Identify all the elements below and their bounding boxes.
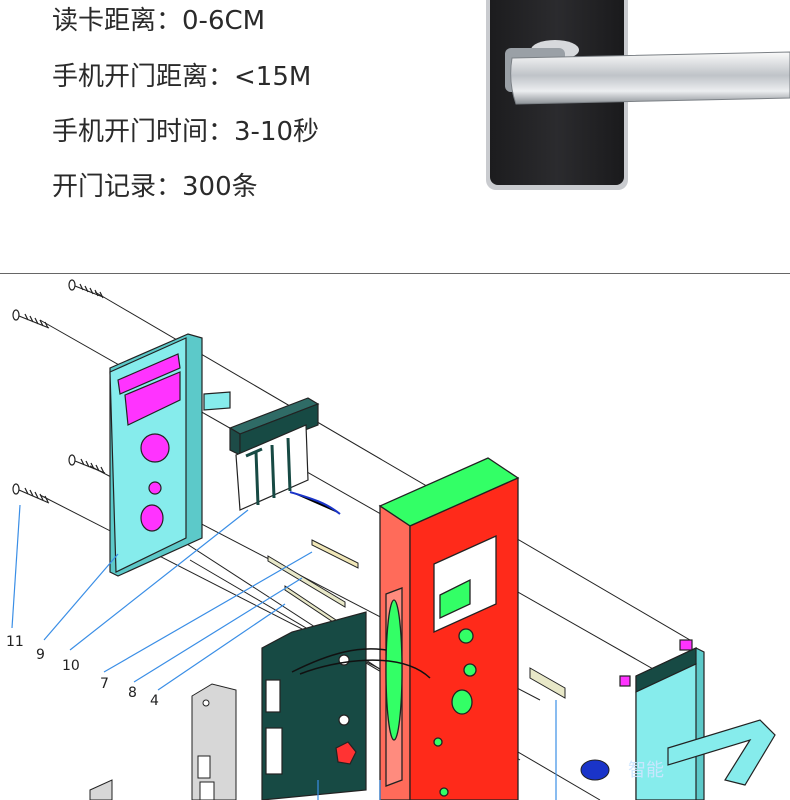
callout-11: 11 [6,634,24,650]
callout-7: 7 [100,676,109,692]
lever-handle [505,40,790,105]
lock-photo [486,0,790,190]
back-panel [619,639,776,800]
spec-records: 开门记录：300条 [52,174,258,200]
screw-icon [68,279,104,299]
spec-phone-time: 手机开门时间：3-10秒 [52,119,319,145]
screw-icon [12,483,50,504]
spec-label: 手机开门时间： [52,117,235,147]
watermark-text: 智能 [628,760,664,781]
front-panel [109,333,231,577]
spec-label: 读卡距离： [52,6,183,36]
callout-9: 9 [36,647,45,663]
screw-icon [12,309,50,329]
spec-value: 3-10秒 [234,117,320,147]
spec-value: 0-6CM [182,6,266,36]
spec-label: 开门记录： [52,172,183,202]
screws [12,279,106,504]
callout-10: 10 [62,658,80,674]
mortise [261,611,431,800]
spec-read-distance: 读卡距离：0-6CM [52,8,265,34]
small-parts [89,667,610,800]
spec-value: 300条 [182,172,258,202]
callout-8: 8 [128,685,137,701]
callout-4: 4 [150,693,159,709]
screw-icon [68,454,106,474]
spec-phone-distance: 手机开门距离：<15M [52,64,311,90]
spec-label: 手机开门距离： [52,62,235,92]
callout-leaders [11,504,557,800]
face-plate [191,683,237,800]
battery-box [228,397,341,515]
spec-value: <15M [234,62,312,92]
lock-body [378,457,520,800]
section-divider [0,273,790,274]
